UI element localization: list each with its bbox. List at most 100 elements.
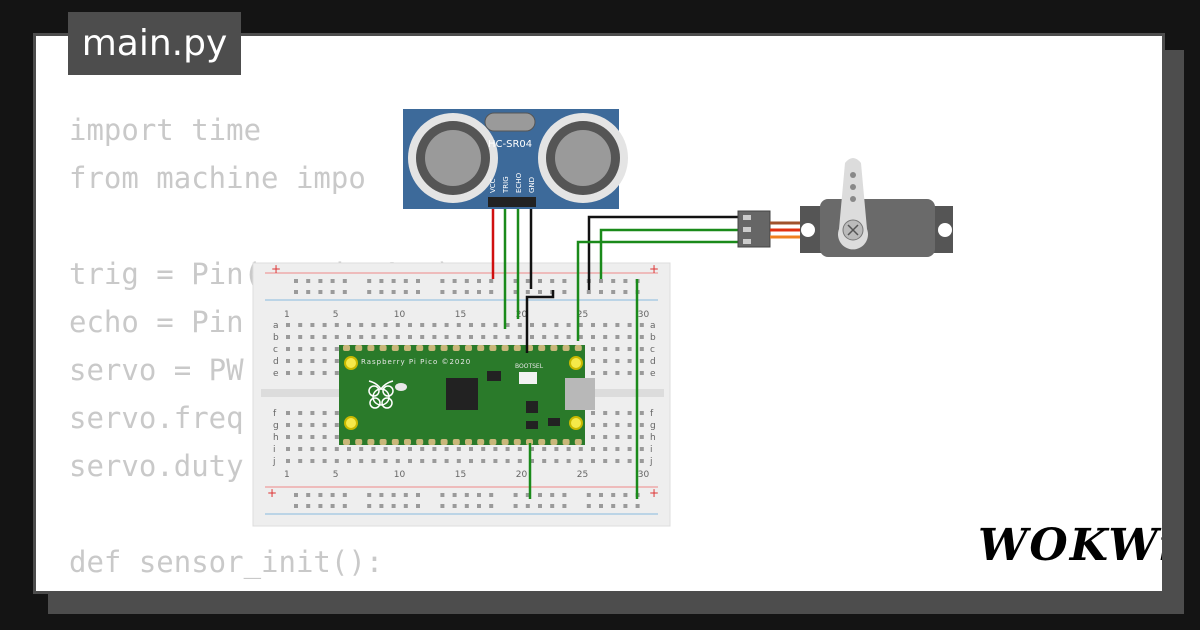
breadboard-hole xyxy=(310,347,315,351)
breadboard-hole xyxy=(456,323,461,327)
breadboard-hole xyxy=(322,411,327,415)
breadboard-hole xyxy=(298,347,303,351)
breadboard-hole xyxy=(542,335,547,339)
breadboard-hole xyxy=(623,290,628,294)
breadboard-hole xyxy=(298,423,303,427)
breadboard-hole xyxy=(591,423,595,427)
breadboard-hole xyxy=(538,504,542,508)
breadboard-hole xyxy=(322,323,327,327)
servo-motor[interactable] xyxy=(737,158,953,257)
ultrasonic-sensor[interactable]: HC-SR04 VCC TRIG ECHO GND xyxy=(403,109,628,209)
breadboard-hole xyxy=(286,323,290,327)
breadboard-hole xyxy=(505,323,510,327)
pico-pin xyxy=(513,345,521,351)
breadboard-hole xyxy=(452,504,457,508)
pico-pin xyxy=(550,439,558,445)
column-number-top: 25 xyxy=(577,310,588,320)
breadboard-hole xyxy=(554,335,559,339)
row-letter: g xyxy=(273,421,279,431)
breadboard-hole xyxy=(452,279,457,283)
breadboard-hole xyxy=(627,323,632,327)
row-letter: a xyxy=(273,321,279,331)
breadboard-hole xyxy=(432,323,437,327)
breadboard-hole xyxy=(591,459,595,463)
breadboard-hole xyxy=(477,290,481,294)
breadboard-hole xyxy=(334,359,339,363)
breadboard-hole xyxy=(554,459,559,463)
breadboard-hole xyxy=(603,335,608,339)
breadboard-hole xyxy=(367,493,372,497)
raspberry-pi-pico[interactable]: Raspberry Pi Pico ©2020 BOOTSEL xyxy=(339,345,595,445)
breadboard-hole xyxy=(322,347,327,351)
breadboard-hole xyxy=(330,279,335,283)
wires xyxy=(491,203,743,499)
breadboard-hole xyxy=(444,447,449,451)
file-tab[interactable]: main.py xyxy=(68,12,241,75)
breadboard-hole xyxy=(298,335,303,339)
breadboard-hole xyxy=(286,371,290,375)
breadboard-hole xyxy=(347,459,351,463)
rail-plus-marker: + xyxy=(649,486,659,500)
breadboard-hole xyxy=(550,279,555,283)
breadboard-hole xyxy=(294,290,298,294)
breadboard-hole xyxy=(489,290,494,294)
code-line: echo = Pin xyxy=(69,305,244,339)
breadboard-hole xyxy=(306,279,311,283)
breadboard-hole xyxy=(322,335,327,339)
breadboard-hole xyxy=(403,290,408,294)
breadboard-hole xyxy=(566,323,571,327)
breadboard-hole xyxy=(416,279,420,283)
breadboard-hole xyxy=(615,347,620,351)
pico-pin xyxy=(501,439,509,445)
breadboard-hole xyxy=(627,423,632,427)
breadboard-hole xyxy=(542,447,547,451)
breadboard-hole xyxy=(493,459,498,463)
breadboard-hole xyxy=(562,493,567,497)
breadboard-hole xyxy=(286,359,290,363)
breadboard-hole xyxy=(639,447,644,451)
breadboard-hole xyxy=(525,504,530,508)
breadboard-hole xyxy=(591,335,595,339)
breadboard-hole xyxy=(635,504,640,508)
pico-pin xyxy=(416,345,424,351)
breadboard-hole xyxy=(298,411,303,415)
raspberry-logo-icon xyxy=(368,380,407,409)
breadboard-hole xyxy=(591,411,595,415)
breadboard-hole xyxy=(562,279,567,283)
breadboard-hole xyxy=(367,504,372,508)
pico-pin xyxy=(574,345,582,351)
breadboard-hole xyxy=(615,411,620,415)
breadboard-hole xyxy=(464,290,469,294)
breadboard-hole xyxy=(342,279,347,283)
breadboard-hole xyxy=(322,359,327,363)
breadboard-hole xyxy=(456,447,461,451)
breadboard-hole xyxy=(530,447,534,451)
breadboard-hole xyxy=(391,290,396,294)
breadboard-hole xyxy=(477,493,481,497)
breadboard-hole xyxy=(403,504,408,508)
row-letter: b xyxy=(273,333,279,343)
breadboard-hole xyxy=(395,335,400,339)
breadboard-hole xyxy=(298,435,303,439)
pico-pin xyxy=(428,439,436,445)
breadboard-hole xyxy=(383,447,388,451)
breadboard-hole xyxy=(481,459,486,463)
pico-pin xyxy=(562,345,570,351)
column-number-bottom: 15 xyxy=(455,470,466,480)
breadboard-hole xyxy=(416,504,420,508)
breadboard-hole xyxy=(330,290,335,294)
bootsel-label: BOOTSEL xyxy=(515,363,544,370)
column-number-top: 10 xyxy=(394,310,406,320)
breadboard-hole xyxy=(298,359,303,363)
row-letter: d xyxy=(650,357,656,367)
bootsel-button[interactable] xyxy=(519,372,537,384)
breadboard-hole xyxy=(322,423,327,427)
breadboard-hole xyxy=(452,290,457,294)
breadboard-hole xyxy=(489,493,494,497)
breadboard-hole xyxy=(371,323,376,327)
pico-pin xyxy=(477,439,485,445)
breadboard-hole xyxy=(538,279,542,283)
row-letter: e xyxy=(650,369,656,379)
breadboard-hole xyxy=(440,504,445,508)
